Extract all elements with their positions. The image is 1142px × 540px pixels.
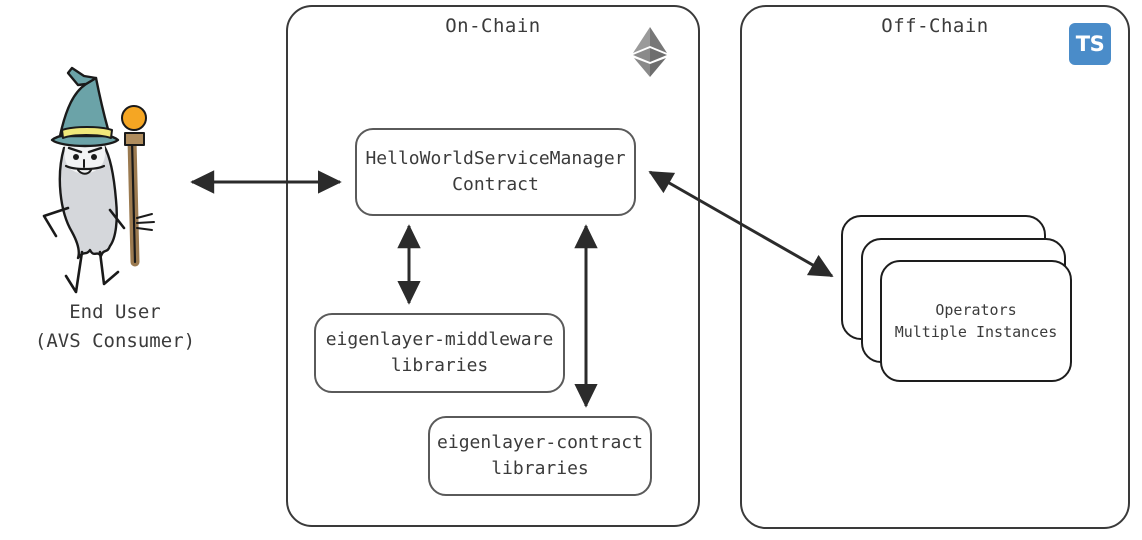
- operators-label: Operators Multiple Instances: [894, 300, 1058, 342]
- node-contract-libraries[interactable]: eigenlayer-contract libraries: [428, 416, 652, 496]
- node-service-manager[interactable]: HelloWorldServiceManager Contract: [355, 128, 636, 216]
- node-middleware-libraries[interactable]: eigenlayer-middleware libraries: [314, 313, 565, 393]
- zone-on-chain-title: On-Chain: [445, 15, 541, 37]
- zone-off-chain-title: Off-Chain: [881, 15, 989, 37]
- typescript-icon: TS: [1069, 23, 1111, 65]
- ethereum-icon: [631, 26, 669, 78]
- end-user-label: End User (AVS Consumer): [34, 301, 196, 352]
- node-operators[interactable]: Operators Multiple Instances: [880, 260, 1072, 382]
